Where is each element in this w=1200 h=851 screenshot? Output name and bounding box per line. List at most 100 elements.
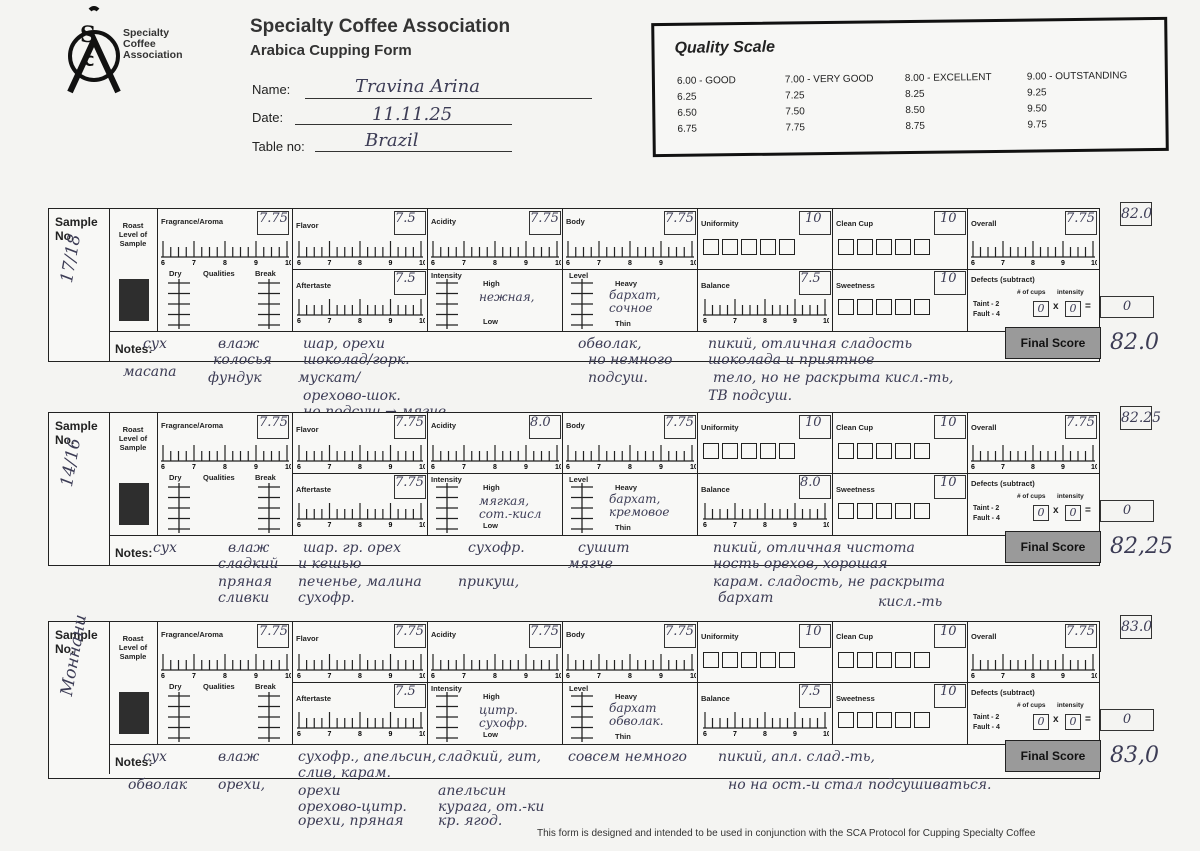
note-text[interactable]: орехи, пряная — [298, 813, 404, 829]
overall-score-box[interactable] — [1065, 211, 1097, 235]
acidity-note[interactable]: цитр. сухофр. — [479, 703, 528, 730]
cup-checkbox[interactable] — [895, 503, 911, 519]
fragrance-score-box[interactable] — [257, 624, 289, 648]
body-score-box[interactable] — [664, 415, 696, 439]
balance-score-box[interactable] — [799, 271, 831, 295]
total-score[interactable]: 83.0 — [1120, 615, 1152, 639]
sweetness-score[interactable]: 10 — [940, 684, 957, 699]
note-text[interactable]: сладкий, гит, — [438, 749, 542, 765]
cup-checkbox[interactable] — [895, 652, 911, 668]
clean-cup-score-box[interactable] — [934, 624, 966, 648]
cup-checkbox[interactable] — [722, 652, 738, 668]
vertical-scale[interactable] — [254, 483, 284, 533]
cup-checkbox[interactable] — [857, 239, 873, 255]
defect-total[interactable]: 0 — [1100, 709, 1154, 731]
uniformity-score[interactable]: 10 — [805, 211, 822, 226]
cup-checkbox[interactable] — [876, 652, 892, 668]
cup-checkbox[interactable] — [722, 443, 738, 459]
vertical-scale[interactable] — [164, 692, 194, 742]
defect-intensity[interactable]: 0 — [1065, 301, 1081, 317]
flavor-score-box[interactable] — [394, 415, 426, 439]
note-text[interactable]: орехово-шок. — [303, 388, 401, 404]
sweetness-score-box[interactable] — [934, 475, 966, 499]
note-text[interactable]: карам. сладость, не раскрыта — [713, 574, 946, 590]
note-text[interactable]: влаж — [218, 336, 260, 352]
sweetness-score-box[interactable] — [934, 684, 966, 708]
aftertaste-score-box[interactable] — [394, 271, 426, 295]
note-text[interactable]: пряная — [218, 574, 273, 590]
cup-checkbox[interactable] — [857, 712, 873, 728]
aftertaste-score[interactable]: 7.5 — [395, 271, 416, 286]
cup-checkbox[interactable] — [876, 239, 892, 255]
note-text[interactable]: пикий, отличная сладость — [708, 336, 913, 352]
note-text[interactable]: шар. гр. орех — [303, 540, 401, 556]
vertical-scale[interactable] — [164, 483, 194, 533]
cup-checkbox[interactable] — [779, 443, 795, 459]
note-text[interactable]: совсем немного — [568, 749, 687, 765]
balance-score[interactable]: 8.0 — [800, 475, 821, 490]
note-text[interactable]: орехово-цитр. — [298, 799, 407, 815]
cup-checkbox[interactable] — [779, 652, 795, 668]
fragrance-score[interactable]: 7.75 — [259, 415, 288, 430]
final-score-value[interactable]: 83,0 — [1110, 743, 1159, 768]
defect-total[interactable]: 0 — [1100, 500, 1154, 522]
note-text[interactable]: сухофр., апельсин, — [298, 749, 437, 765]
body-note[interactable]: бархат, кремовое — [609, 492, 670, 519]
aftertaste-score[interactable]: 7.75 — [395, 475, 424, 490]
vertical-scale[interactable] — [432, 279, 462, 329]
acidity-score[interactable]: 7.75 — [530, 624, 559, 639]
note-text[interactable]: масапа — [123, 364, 177, 380]
clean-cup-score[interactable]: 10 — [940, 624, 957, 639]
note-text[interactable]: сух — [143, 749, 167, 765]
clean-cup-score-box[interactable] — [934, 211, 966, 235]
note-text[interactable]: мягче — [568, 556, 613, 572]
cup-checkbox[interactable] — [703, 443, 719, 459]
note-text[interactable]: печенье, малина — [298, 574, 422, 590]
total-score[interactable]: 82.0 — [1120, 202, 1152, 226]
cup-checkbox[interactable] — [914, 652, 930, 668]
cup-checkbox[interactable] — [876, 503, 892, 519]
overall-score[interactable]: 7.75 — [1066, 624, 1095, 639]
note-text[interactable]: сух — [143, 336, 167, 352]
note-text[interactable]: шоколада и приятное — [708, 352, 875, 368]
note-text[interactable]: шоколад/горк. — [303, 352, 410, 368]
cup-checkbox[interactable] — [838, 652, 854, 668]
acidity-score[interactable]: 8.0 — [530, 415, 551, 430]
sweetness-score[interactable]: 10 — [940, 475, 957, 490]
note-text[interactable]: но на ост.-и стал — [728, 777, 863, 793]
total-score[interactable]: 82.25 — [1120, 406, 1161, 430]
note-text[interactable]: мускат/ — [298, 370, 361, 386]
note-text[interactable]: слив, карам. — [298, 765, 391, 781]
body-score-box[interactable] — [664, 211, 696, 235]
fragrance-score[interactable]: 7.75 — [259, 624, 288, 639]
note-text[interactable]: прикуш, — [458, 574, 520, 590]
cup-checkbox[interactable] — [741, 652, 757, 668]
flavor-score[interactable]: 7.75 — [395, 624, 424, 639]
note-text[interactable]: курага, от.-ки — [438, 799, 545, 815]
cup-checkbox[interactable] — [914, 299, 930, 315]
note-text[interactable]: сливки — [218, 590, 270, 606]
note-text[interactable]: орехи, — [218, 777, 266, 793]
cup-checkbox[interactable] — [895, 712, 911, 728]
cup-checkbox[interactable] — [838, 503, 854, 519]
note-text[interactable]: влаж — [218, 749, 260, 765]
cup-checkbox[interactable] — [914, 443, 930, 459]
acidity-note[interactable]: нежная, — [479, 290, 535, 304]
note-text[interactable]: подсуш. — [588, 370, 648, 386]
balance-score[interactable]: 7.5 — [800, 684, 821, 699]
cup-checkbox[interactable] — [857, 299, 873, 315]
overall-score-box[interactable] — [1065, 624, 1097, 648]
cup-checkbox[interactable] — [914, 239, 930, 255]
note-text[interactable]: влаж — [228, 540, 270, 556]
